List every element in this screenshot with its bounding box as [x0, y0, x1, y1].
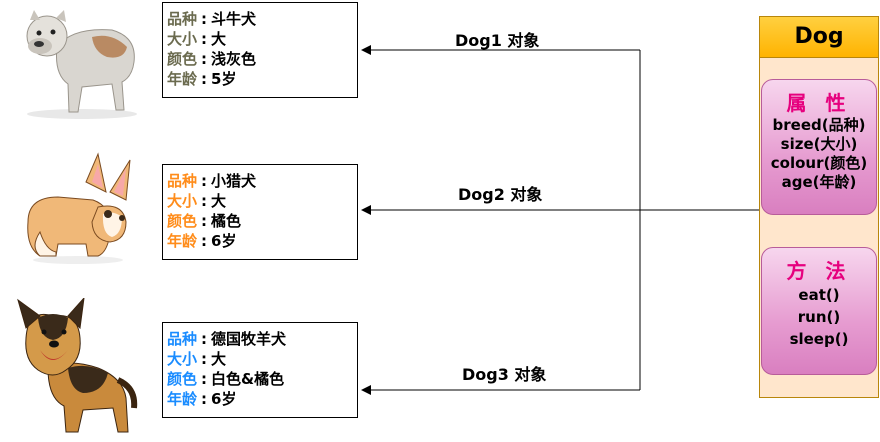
row-value: 小猎犬 [211, 172, 257, 190]
attribute-breed: breed(品种) [772, 116, 866, 134]
dog2-row-size: 大小:大 [167, 191, 357, 211]
dog2-object-label: Dog2 对象 [458, 185, 543, 204]
row-value: 大 [211, 192, 227, 210]
dog-class-box: Dog 属 性 breed(品种) size(大小) colour(颜色) ag… [759, 16, 879, 398]
dog1-row-size: 大小:大 [167, 29, 357, 49]
row-key: 品种 [167, 330, 198, 348]
dog1-object-box: 品种:斗牛犬 大小:大 颜色:浅灰色 年龄:5岁 [162, 2, 358, 98]
class-title: Dog [760, 17, 878, 58]
row-value: 浅灰色 [211, 50, 257, 68]
row-value: 6岁 [211, 232, 237, 250]
row-separator: : [201, 70, 208, 88]
row-separator: : [201, 212, 208, 230]
method-eat: eat() [798, 286, 840, 304]
bulldog-illustration [26, 10, 137, 119]
row-key: 颜色 [167, 50, 198, 68]
german-shepherd-illustration [17, 298, 138, 433]
row-separator: : [201, 370, 208, 388]
methods-heading: 方 法 [786, 259, 852, 283]
dog1-row-breed: 品种:斗牛犬 [167, 9, 357, 29]
dog3-row-breed: 品种:德国牧羊犬 [167, 329, 357, 349]
corgi-illustration [27, 152, 131, 264]
dog2-object-box: 品种:小猎犬 大小:大 颜色:橘色 年龄:6岁 [162, 164, 358, 260]
row-key: 大小 [167, 192, 198, 210]
dog2-row-age: 年龄:6岁 [167, 231, 357, 251]
attribute-size: size(大小) [780, 135, 858, 153]
row-key: 颜色 [167, 212, 198, 230]
row-value: 橘色 [211, 212, 242, 230]
method-sleep: sleep() [789, 330, 849, 348]
row-value: 5岁 [211, 70, 237, 88]
row-value: 大 [211, 30, 227, 48]
attribute-colour: colour(颜色) [770, 154, 868, 172]
row-value: 德国牧羊犬 [211, 330, 287, 348]
attributes-section: 属 性 breed(品种) size(大小) colour(颜色) age(年龄… [761, 79, 877, 215]
row-separator: : [201, 390, 208, 408]
row-value: 大 [211, 350, 227, 368]
row-separator: : [201, 172, 208, 190]
row-separator: : [201, 50, 208, 68]
row-value: 斗牛犬 [211, 10, 257, 28]
row-key: 品种 [167, 10, 198, 28]
row-key: 年龄 [167, 70, 198, 88]
row-value: 白色&橘色 [211, 370, 285, 388]
method-run: run() [797, 308, 841, 326]
attributes-heading: 属 性 [786, 91, 852, 115]
row-separator: : [201, 350, 208, 368]
dog1-object-label: Dog1 对象 [455, 31, 540, 50]
methods-section: 方 法 eat() run() sleep() [761, 247, 877, 375]
row-key: 颜色 [167, 370, 198, 388]
row-separator: : [201, 10, 208, 28]
dog1-row-age: 年龄:5岁 [167, 69, 357, 89]
dog3-object-label: Dog3 对象 [462, 365, 547, 384]
row-value: 6岁 [211, 390, 237, 408]
dog3-row-size: 大小:大 [167, 349, 357, 369]
dog3-row-age: 年龄:6岁 [167, 389, 357, 409]
dog1-row-colour: 颜色:浅灰色 [167, 49, 357, 69]
dog2-row-colour: 颜色:橘色 [167, 211, 357, 231]
row-key: 年龄 [167, 232, 198, 250]
dog2-row-breed: 品种:小猎犬 [167, 171, 357, 191]
row-separator: : [201, 330, 208, 348]
row-key: 品种 [167, 172, 198, 190]
attribute-age: age(年龄) [781, 173, 857, 191]
row-separator: : [201, 30, 208, 48]
row-key: 年龄 [167, 390, 198, 408]
row-separator: : [201, 232, 208, 250]
row-separator: : [201, 192, 208, 210]
row-key: 大小 [167, 350, 198, 368]
dog3-row-colour: 颜色:白色&橘色 [167, 369, 357, 389]
dog3-object-box: 品种:德国牧羊犬 大小:大 颜色:白色&橘色 年龄:6岁 [162, 322, 358, 418]
row-key: 大小 [167, 30, 198, 48]
